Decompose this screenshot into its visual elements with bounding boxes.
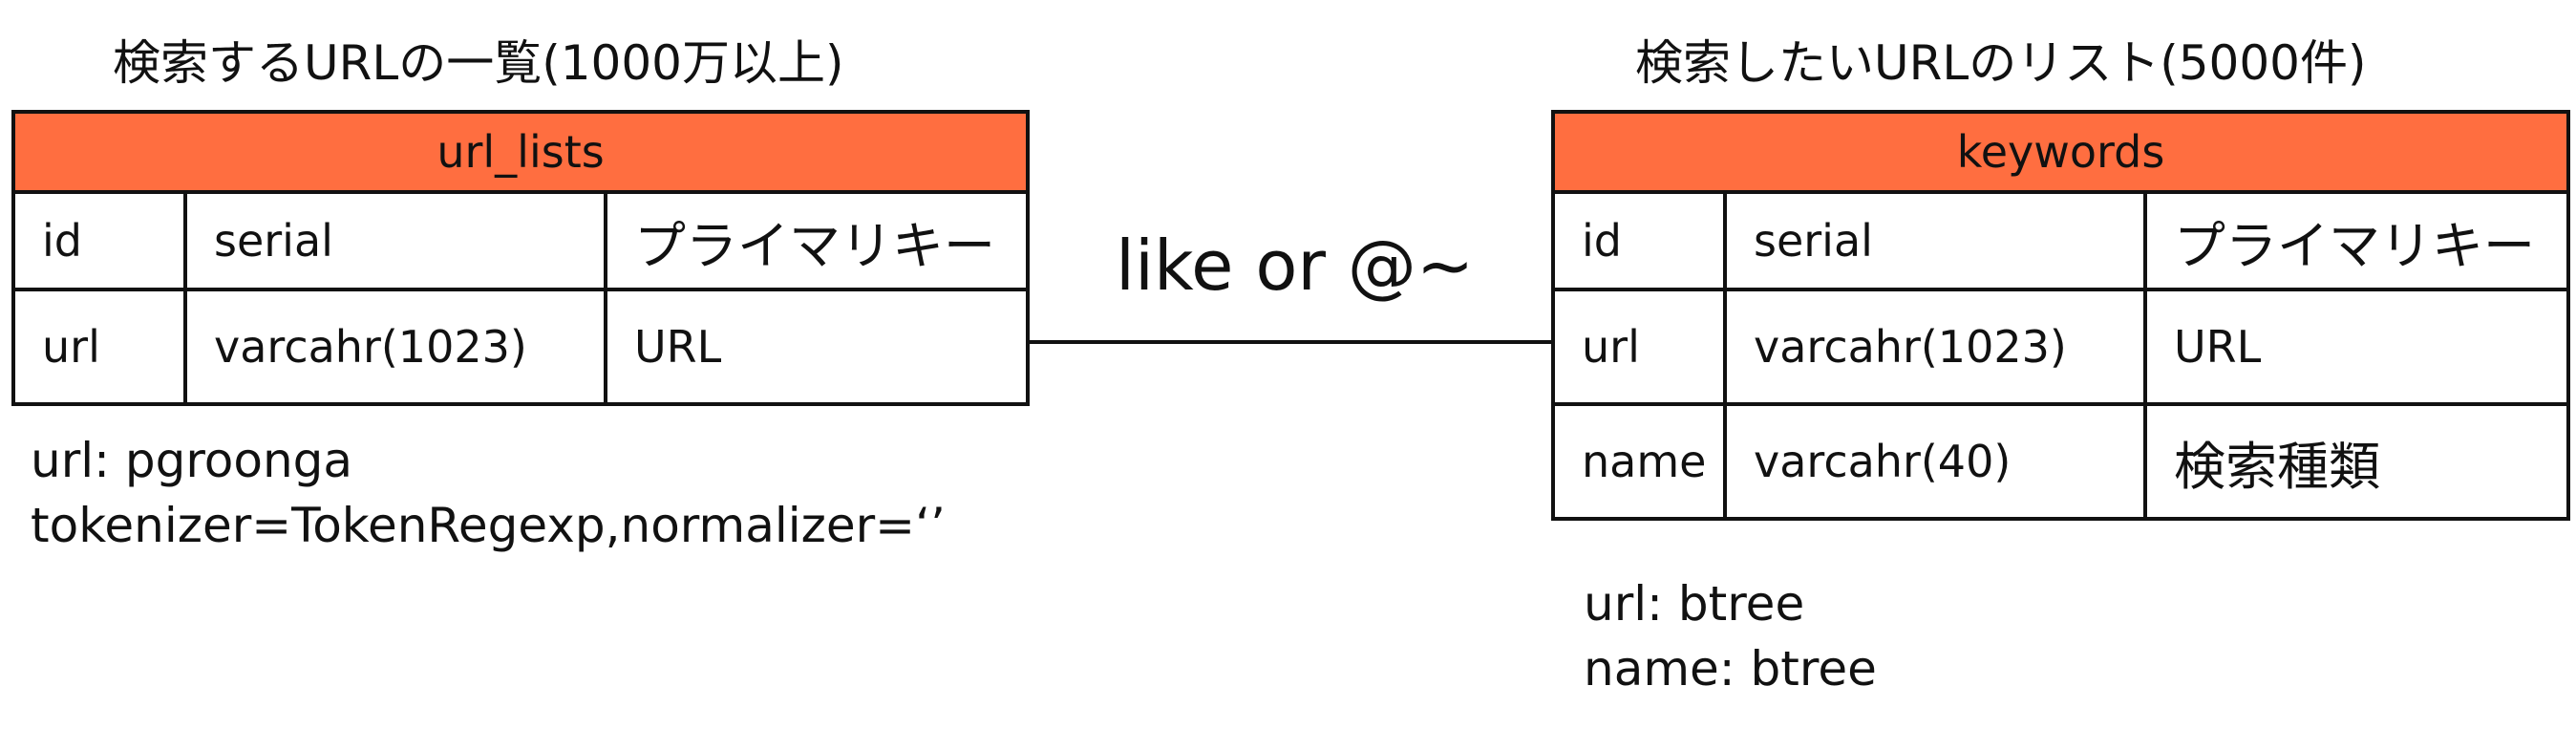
table-row: id serial プライマリキー <box>1551 190 2571 291</box>
relation-line <box>1026 340 1551 344</box>
note-line: url: pgroonga <box>31 433 353 488</box>
column-type-cell: varcahr(40) <box>1723 402 2147 521</box>
column-note-cell: 検索種類 <box>2142 402 2571 521</box>
relation-label: like or @~ <box>1116 225 1475 306</box>
column-type-cell: varcahr(1023) <box>183 288 607 406</box>
column-note-cell: プライマリキー <box>603 190 1031 291</box>
url-lists-table-name: url_lists <box>11 110 1031 194</box>
keywords-table-name: keywords <box>1550 110 2571 194</box>
url-lists-caption: 検索するURLの一覧(1000万以上) <box>113 35 844 91</box>
url-lists-table: url_lists id serial プライマリキー url varcahr(… <box>11 110 1031 406</box>
keywords-caption: 検索したいURLのリスト(5000件) <box>1635 35 2367 91</box>
keywords-index-note: url: btree name: btree <box>1584 571 1877 701</box>
column-type-cell: serial <box>1723 190 2147 291</box>
note-line: name: btree <box>1584 641 1877 697</box>
column-note-cell: プライマリキー <box>2142 190 2571 291</box>
column-note-cell: URL <box>2142 288 2571 406</box>
table-row: name varcahr(40) 検索種類 <box>1551 402 2571 521</box>
url-lists-index-note: url: pgroonga tokenizer=TokenRegexp,norm… <box>31 428 946 558</box>
table-row: url varcahr(1023) URL <box>1551 288 2571 406</box>
note-line: tokenizer=TokenRegexp,normalizer=‘’ <box>31 498 946 553</box>
keywords-table: keywords id serial プライマリキー url varcahr(1… <box>1550 110 2571 521</box>
column-type-cell: serial <box>183 190 607 291</box>
table-row: url varcahr(1023) URL <box>11 288 1031 406</box>
column-note-cell: URL <box>603 288 1031 406</box>
column-name-cell: id <box>11 190 187 291</box>
column-type-cell: varcahr(1023) <box>1723 288 2147 406</box>
column-name-cell: url <box>1551 288 1727 406</box>
column-name-cell: id <box>1551 190 1727 291</box>
table-row: id serial プライマリキー <box>11 190 1031 291</box>
note-line: url: btree <box>1584 576 1805 632</box>
column-name-cell: name <box>1551 402 1727 521</box>
column-name-cell: url <box>11 288 187 406</box>
